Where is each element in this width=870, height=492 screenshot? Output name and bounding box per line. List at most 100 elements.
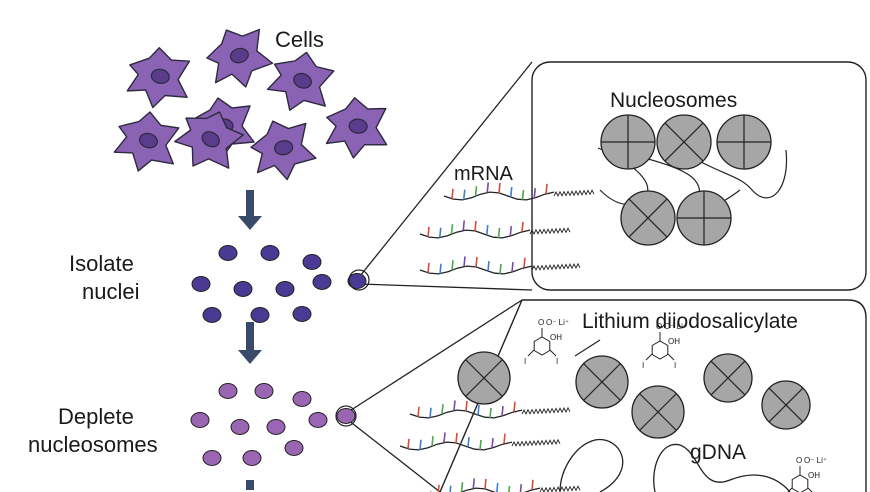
zoom-connectors bbox=[347, 61, 533, 492]
mrna-base bbox=[450, 224, 454, 235]
mrna-strand bbox=[443, 182, 595, 201]
mrna-base bbox=[460, 482, 464, 492]
nucleosomes-bottom bbox=[457, 351, 811, 439]
lithium-pointer bbox=[574, 339, 601, 357]
nucleus bbox=[254, 383, 274, 399]
mrna-base bbox=[521, 189, 525, 201]
iodine-label: I bbox=[524, 357, 526, 366]
hydroxyl-label: OH bbox=[668, 337, 680, 346]
mrna-base bbox=[531, 479, 534, 490]
nucleus bbox=[312, 274, 332, 290]
mrna-base bbox=[451, 188, 454, 199]
down-arrow bbox=[246, 480, 254, 490]
nucleus bbox=[275, 281, 295, 297]
cell bbox=[174, 111, 244, 169]
zoom-line-bottom-lower bbox=[347, 419, 441, 492]
cells-group bbox=[113, 28, 388, 181]
deplete-label-line1: Deplete bbox=[58, 404, 134, 429]
mrna-base bbox=[489, 407, 492, 419]
zoom-line-top-upper bbox=[359, 61, 533, 277]
down-arrows bbox=[238, 190, 262, 490]
mrna-base bbox=[503, 433, 506, 444]
mrna-base bbox=[431, 436, 434, 447]
nucleus bbox=[202, 450, 222, 466]
nucleosomes-top bbox=[600, 114, 772, 246]
mrna-base bbox=[438, 227, 442, 238]
nucleosome bbox=[620, 190, 676, 246]
nucleus bbox=[191, 276, 211, 292]
mrna-base bbox=[437, 484, 440, 492]
cell-nucleus bbox=[348, 118, 368, 134]
cell-nucleus bbox=[229, 47, 249, 64]
cells-label: Cells bbox=[275, 27, 324, 52]
mrna-base bbox=[519, 484, 523, 492]
nucleus bbox=[260, 245, 280, 261]
poly-a-tail bbox=[539, 485, 581, 492]
nucleus bbox=[230, 419, 250, 435]
mrna-base bbox=[443, 432, 446, 443]
cell-nucleus bbox=[274, 140, 294, 156]
mrna-base bbox=[455, 432, 458, 443]
poly-a-tail bbox=[521, 406, 571, 416]
hydroxyl-label: OH bbox=[808, 471, 820, 480]
charge-label: O⁻ Li⁺ bbox=[804, 456, 827, 465]
mrna-strand bbox=[419, 220, 571, 239]
nucleus bbox=[242, 450, 262, 466]
nucleus bbox=[302, 254, 322, 270]
mrna-base bbox=[479, 439, 482, 451]
carboxylate-label: O bbox=[796, 456, 802, 465]
cell-nucleus bbox=[150, 68, 170, 85]
isolate-label-line1: Isolate bbox=[69, 251, 134, 276]
carboxylate-label: O bbox=[656, 322, 662, 331]
mrna-base bbox=[485, 224, 489, 236]
zoom-circle bbox=[348, 269, 370, 291]
iodine-label: I bbox=[642, 361, 644, 370]
mrna-strands-top bbox=[419, 182, 595, 275]
hydroxyl-label: OH bbox=[550, 333, 562, 342]
mrna-base bbox=[467, 437, 470, 448]
isolated-nuclei-group bbox=[191, 245, 370, 323]
nucleus bbox=[308, 412, 328, 428]
down-arrow bbox=[238, 190, 262, 230]
mrna-strand bbox=[419, 256, 581, 275]
nucleus bbox=[202, 307, 222, 323]
cell-nucleus bbox=[138, 132, 158, 149]
nucleus bbox=[218, 245, 238, 261]
cell-nucleus bbox=[201, 131, 220, 148]
gdna-strands bbox=[559, 438, 791, 492]
mrna-strand bbox=[430, 478, 581, 492]
mrna-base bbox=[508, 485, 511, 492]
cell bbox=[250, 120, 317, 181]
mrna-base bbox=[427, 262, 430, 273]
mrna-base bbox=[509, 186, 513, 198]
nucleosomes-label: Nucleosomes bbox=[610, 89, 737, 112]
mrna-base bbox=[501, 406, 504, 417]
mrna-base bbox=[477, 405, 480, 416]
mrna-base bbox=[523, 257, 526, 268]
mrna-base bbox=[462, 220, 466, 231]
nucleus bbox=[190, 412, 210, 428]
mrna-base bbox=[533, 188, 537, 199]
mrna-base bbox=[417, 406, 420, 417]
cell bbox=[113, 111, 180, 172]
poly-a-tail bbox=[553, 189, 595, 198]
zoom-line-top-lower bbox=[359, 283, 533, 291]
mrna-base bbox=[441, 404, 444, 415]
mrna-base bbox=[499, 263, 502, 275]
charge-label: O⁻ Li⁺ bbox=[546, 318, 569, 327]
mrna-base bbox=[474, 220, 477, 231]
poly-a-tail bbox=[529, 227, 571, 236]
nucleosome bbox=[703, 353, 753, 403]
mrna-base bbox=[521, 221, 524, 232]
poly-a-tail bbox=[511, 438, 561, 448]
mrna-base bbox=[496, 482, 499, 492]
cell bbox=[325, 97, 388, 159]
mrna-base bbox=[475, 256, 478, 267]
mrna-base bbox=[451, 260, 454, 271]
cell bbox=[206, 28, 274, 88]
nucleosome bbox=[575, 355, 629, 409]
nucleosome bbox=[457, 351, 511, 405]
nucleosome bbox=[676, 190, 732, 246]
